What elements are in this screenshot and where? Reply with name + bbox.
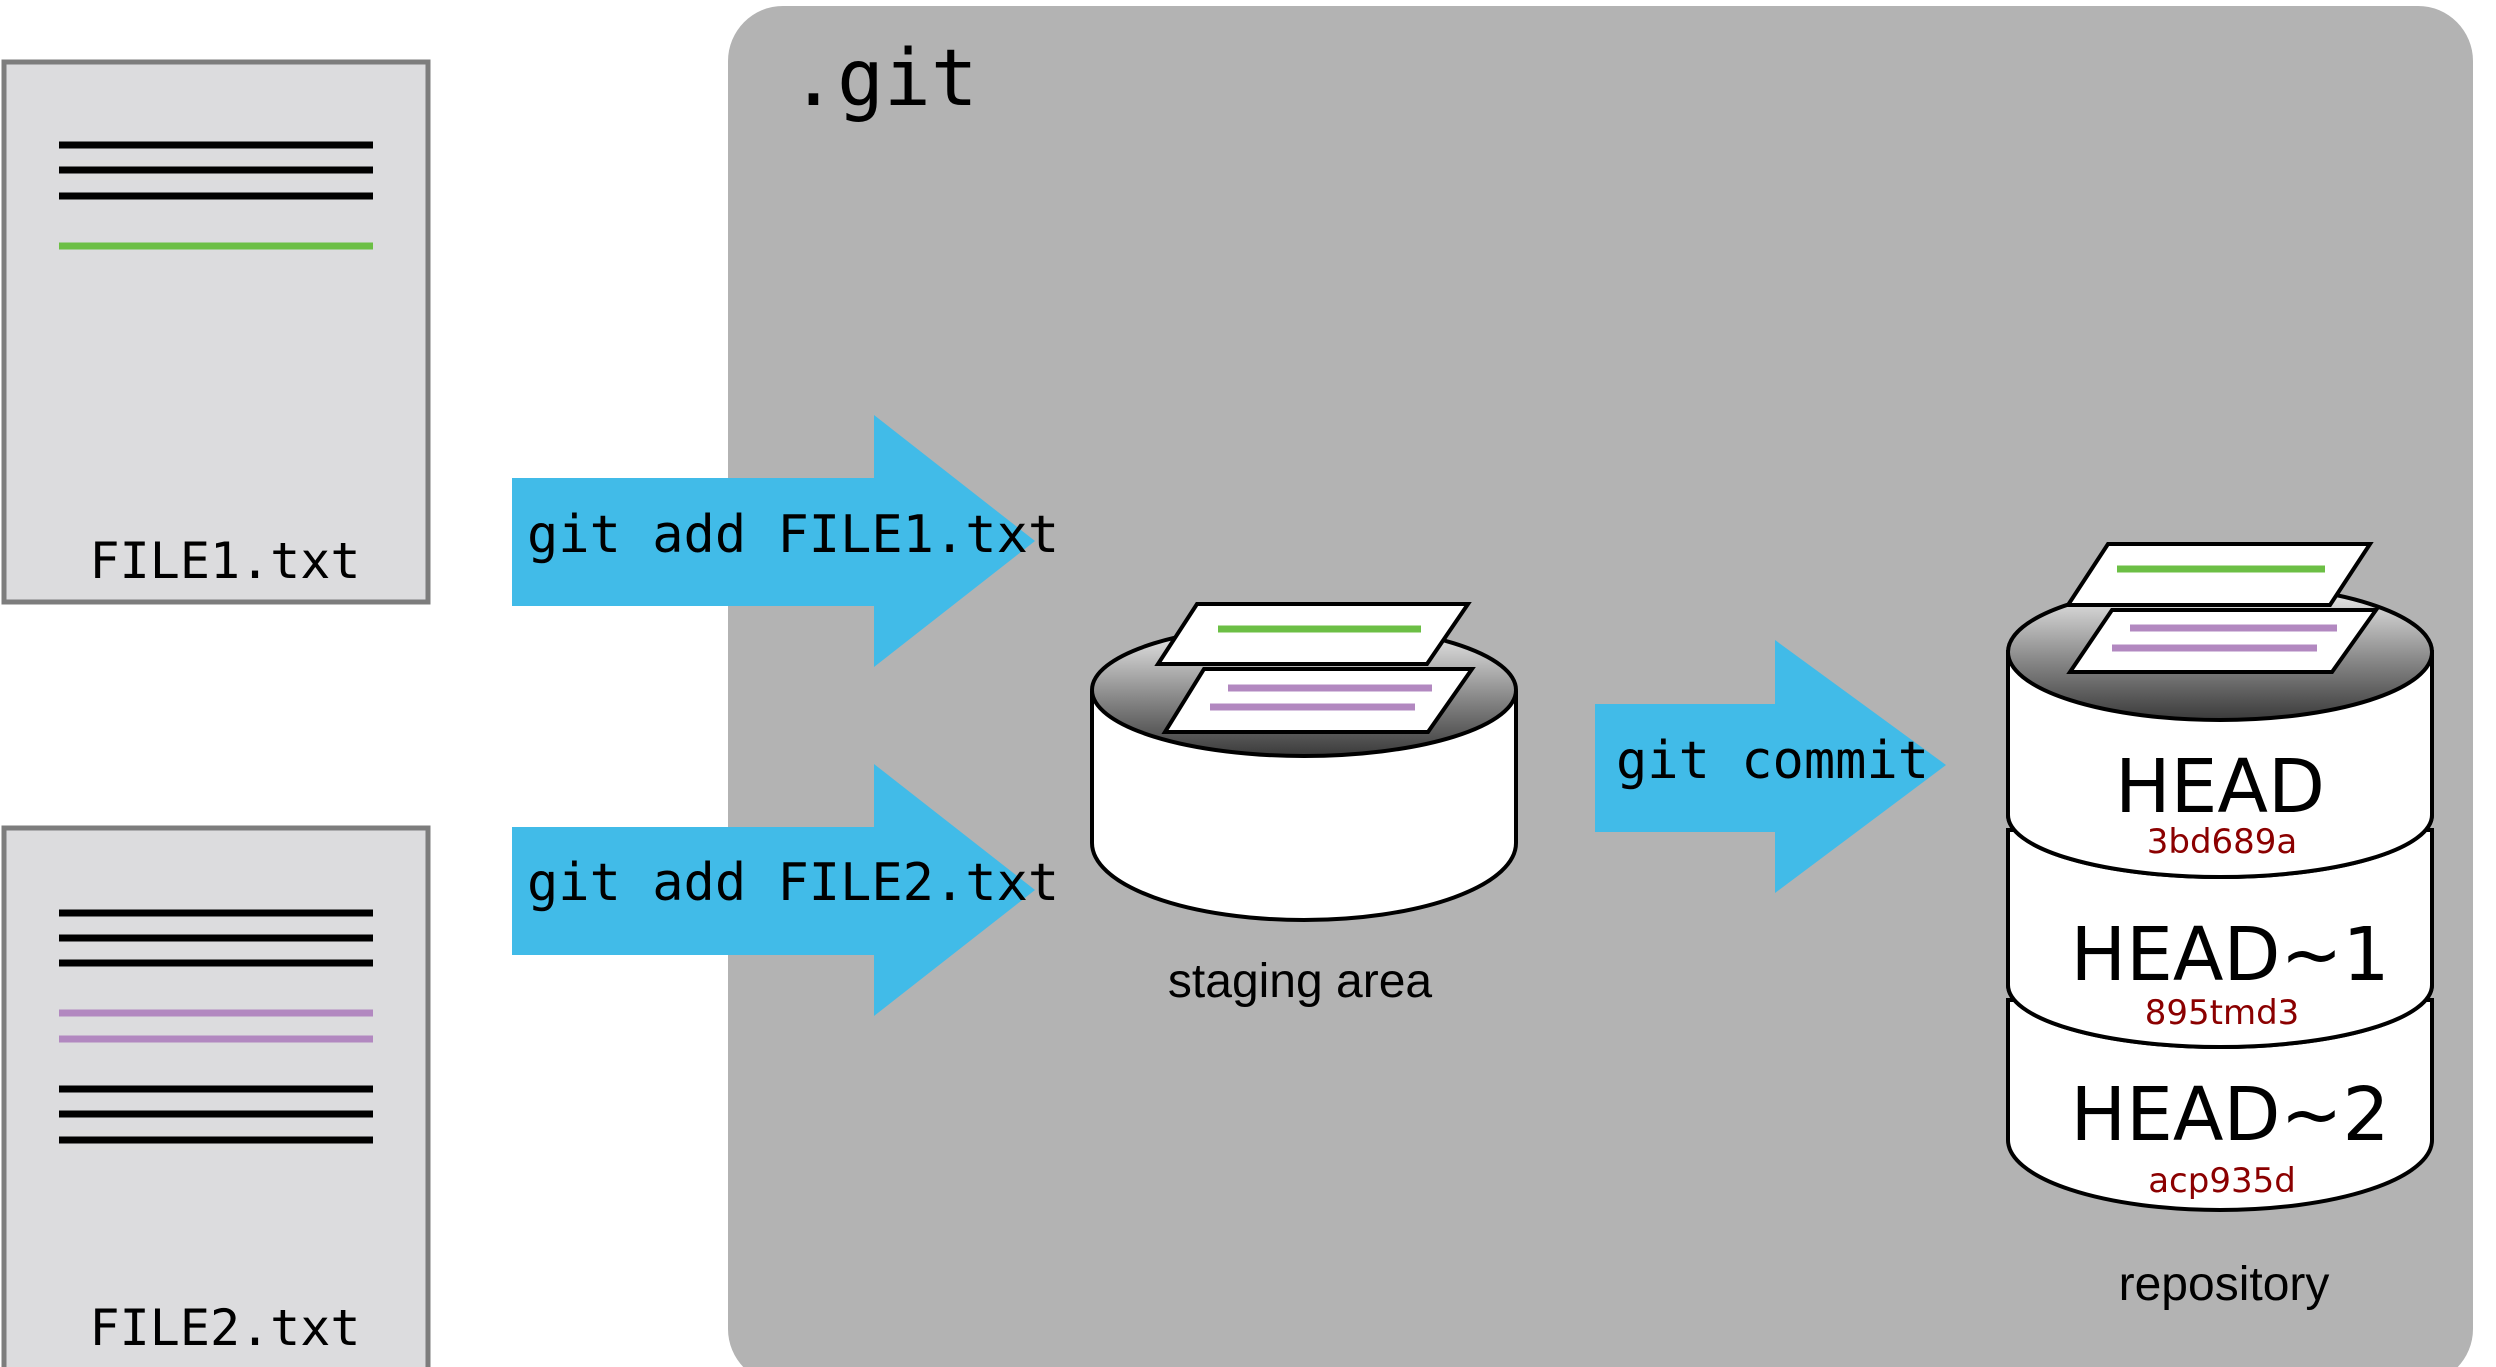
commit-hash: 895tmd3 xyxy=(2145,993,2300,1033)
file2-name: FILE2.txt xyxy=(90,1299,361,1357)
commit-hash: acp935d xyxy=(2148,1161,2296,1201)
committed-file1-sheet xyxy=(2064,542,2374,607)
arrow-shape xyxy=(512,415,1035,667)
file2-card: FILE2.txt xyxy=(1,825,431,1367)
file2-document xyxy=(1,825,431,1367)
commit-ref: HEAD~1 xyxy=(2070,912,2389,998)
arrow-shape xyxy=(512,764,1035,1016)
git-add-file1-arrow: git add FILE1.txt xyxy=(512,415,1059,667)
commit-hash: 3bd689a xyxy=(2147,822,2298,862)
cylinder-segment xyxy=(2006,998,2434,1212)
git-add-file2-label: git add FILE2.txt xyxy=(527,853,1059,913)
file1-content-lines xyxy=(59,141,373,250)
sheet-shape xyxy=(1161,667,1476,734)
repository: HEAD~2 acp935d HEAD~1 895tmd3 HEAD 3bd68… xyxy=(2006,542,2434,1311)
repository-label: repository xyxy=(2119,1258,2330,1311)
arrow-shape xyxy=(1595,640,1946,893)
sheet-shape xyxy=(2066,608,2380,674)
commit-ref: HEAD~2 xyxy=(2070,1072,2389,1158)
git-commit-arrow: git commit xyxy=(1595,640,1946,893)
committed-file2-sheet xyxy=(2066,608,2380,674)
git-directory-label: .git xyxy=(790,34,978,124)
sheet-shape xyxy=(2064,542,2374,607)
commit-head-1-segment: HEAD~1 895tmd3 xyxy=(2006,814,2434,1049)
staging-cylinder-body xyxy=(1090,691,1518,922)
staged-file1-sheet xyxy=(1154,602,1472,666)
file1-name: FILE1.txt xyxy=(90,532,361,590)
commit-head-2-segment: HEAD~2 acp935d xyxy=(2006,984,2434,1212)
staging-area-label: staging area xyxy=(1168,955,1432,1008)
staging-area: staging area xyxy=(1090,602,1518,1008)
cylinder-segment xyxy=(2006,828,2434,1049)
git-add-file1-label: git add FILE1.txt xyxy=(527,505,1059,565)
file1-document xyxy=(1,59,431,605)
git-commit-label: git commit xyxy=(1616,731,1929,791)
sheet-shape xyxy=(1154,602,1472,666)
staged-file2-sheet xyxy=(1161,667,1476,734)
file2-content-lines xyxy=(59,909,373,1144)
file1-card: FILE1.txt xyxy=(1,59,431,605)
commit-ref: HEAD xyxy=(2115,744,2325,830)
git-add-file2-arrow: git add FILE2.txt xyxy=(512,764,1059,1016)
